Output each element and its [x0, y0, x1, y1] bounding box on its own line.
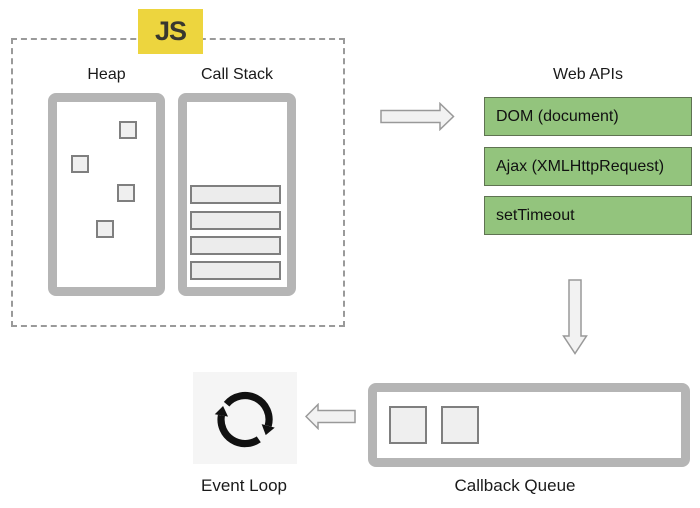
js-logo-badge: JS	[138, 9, 203, 54]
web-api-ajax: Ajax (XMLHttpRequest)	[484, 147, 692, 186]
stack-frame	[190, 261, 281, 280]
heap-label: Heap	[87, 66, 126, 83]
web-api-dom: DOM (document)	[484, 97, 692, 136]
heap-object	[119, 121, 137, 139]
stack-frame	[190, 236, 281, 255]
heap-object	[117, 184, 135, 202]
callback-queue-label: Callback Queue	[454, 476, 576, 495]
web-apis-label: Web APIs	[553, 66, 623, 83]
web-api-ajax-label: Ajax (XMLHttpRequest)	[496, 157, 665, 175]
flow-arrow-stack-to-webapis	[380, 102, 455, 131]
event-loop-icon	[214, 391, 275, 448]
flow-arrow-queue-to-eventloop	[305, 403, 356, 430]
stack-frame	[190, 185, 281, 204]
heap-object	[96, 220, 114, 238]
stack-frame	[190, 211, 281, 230]
call-stack-box	[178, 93, 296, 296]
web-api-settimeout: setTimeout	[484, 196, 692, 235]
web-api-settimeout-label: setTimeout	[496, 206, 575, 224]
event-loop-icon-background	[193, 372, 297, 464]
flow-arrow-webapis-to-queue	[562, 279, 588, 355]
heap-box	[48, 93, 165, 296]
queue-item	[389, 406, 427, 444]
callback-queue-box	[368, 383, 690, 467]
event-loop-label: Event Loop	[200, 476, 287, 495]
call-stack-label: Call Stack	[200, 66, 274, 83]
queue-item	[441, 406, 479, 444]
web-api-dom-label: DOM (document)	[496, 107, 619, 125]
heap-object	[71, 155, 89, 173]
js-logo-label: JS	[154, 16, 187, 46]
